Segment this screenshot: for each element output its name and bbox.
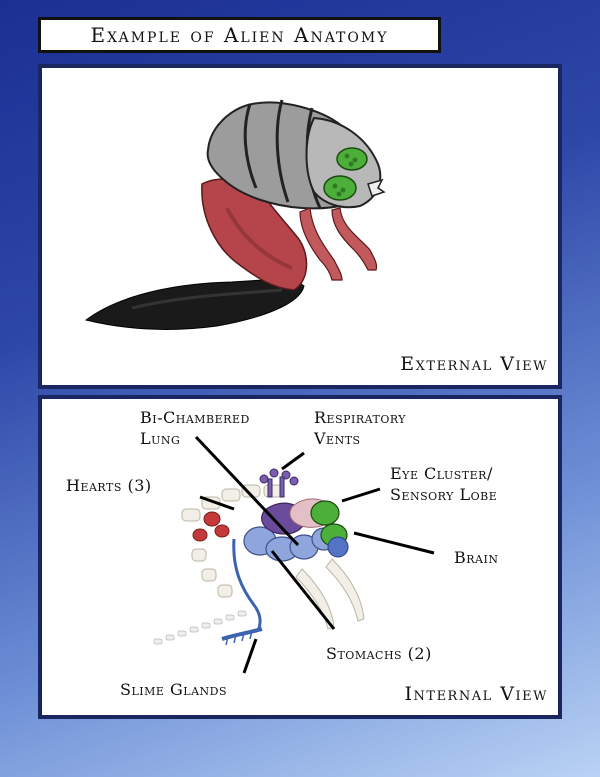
callout-stomachs: Stomachs (2) [326, 644, 432, 663]
internal-view-panel: Bi-Chambered Lung Respiratory Vents Eye … [38, 395, 562, 719]
callout-eye-line2: Sensory Lobe [390, 485, 498, 504]
alien-eye-lower [323, 175, 357, 201]
callout-vents: Respiratory Vents [314, 407, 406, 449]
callout-vents-line2: Vents [314, 429, 361, 448]
callout-vents-line1: Respiratory [314, 408, 407, 427]
eye-cluster-upper [310, 500, 340, 526]
respiratory-vents [259, 468, 299, 498]
alien-mouth [367, 178, 386, 197]
alien-eye-upper [336, 147, 368, 171]
slime-glands [221, 627, 263, 641]
internal-view-label: Internal View [404, 683, 548, 705]
callout-lines [194, 435, 435, 674]
callout-lung-line2: Lung [140, 429, 181, 448]
brain-wheel [327, 536, 349, 558]
external-view-label: External View [400, 353, 548, 375]
title-box: Example of Alien Anatomy [38, 17, 441, 53]
callout-hearts: Hearts (3) [66, 476, 152, 495]
callout-eye-cluster: Eye Cluster/ Sensory Lobe [390, 463, 497, 505]
alien-leg-front [331, 207, 378, 271]
alien-leg-back [299, 207, 343, 281]
callout-lung-line1: Bi-Chambered [140, 408, 250, 427]
callout-eye-line1: Eye Cluster/ [390, 464, 493, 483]
callout-slime-glands: Slime Glands [120, 680, 227, 699]
external-view-illustration [84, 99, 386, 330]
page-title: Example of Alien Anatomy [90, 23, 389, 47]
tail-vertebrae [153, 610, 247, 645]
alien-tail [84, 279, 305, 330]
hearts [192, 511, 230, 542]
internal-view-illustration [153, 435, 435, 674]
callout-lung: Bi-Chambered Lung [140, 407, 250, 449]
callout-brain: Brain [454, 548, 499, 567]
slime-gland-vessel [232, 538, 262, 632]
external-view-panel: External View [38, 64, 562, 389]
